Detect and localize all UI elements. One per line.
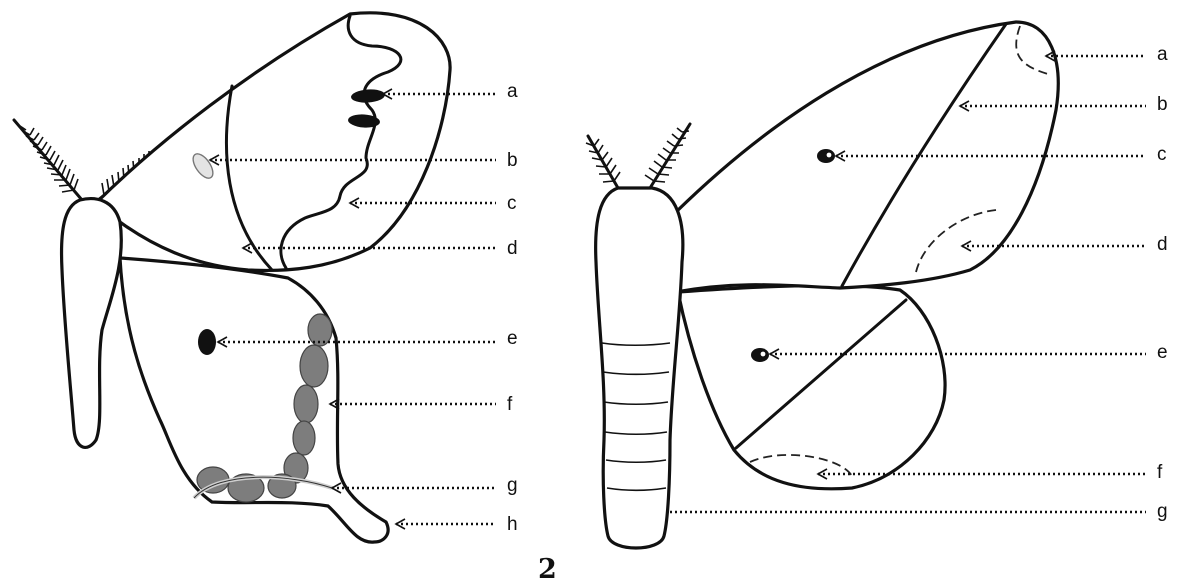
left-label-b: b: [507, 150, 518, 171]
right-moth-hindwing-eyespot: [751, 348, 769, 362]
right-label-f: f: [1157, 462, 1163, 483]
right-label-g: g: [1157, 501, 1168, 522]
right-moth-body: [596, 188, 683, 548]
right-moth-labels: a b c d e f g: [1157, 44, 1168, 522]
right-label-b: b: [1157, 94, 1168, 115]
left-label-d: d: [507, 238, 518, 259]
left-label-f: f: [507, 394, 513, 415]
left-label-h: h: [507, 514, 518, 535]
right-label-d: d: [1157, 234, 1168, 255]
right-label-e: e: [1157, 342, 1168, 363]
left-label-e: e: [507, 328, 518, 349]
left-moth-antenna-left: [14, 120, 82, 200]
left-label-a: a: [507, 81, 518, 102]
right-moth-forewing-eyespot: [817, 149, 835, 163]
figure-number: 2: [538, 554, 557, 584]
left-label-c: c: [507, 193, 517, 214]
left-label-g: g: [507, 475, 518, 496]
right-label-c: c: [1157, 144, 1167, 165]
right-moth-antenna-right: [645, 124, 690, 188]
right-label-a: a: [1157, 44, 1168, 65]
right-moth-antenna-left: [586, 136, 620, 188]
right-moth-hindwing: [678, 286, 945, 489]
left-moth-labels: a b c d e f g h: [507, 81, 518, 535]
left-moth-body: [62, 199, 122, 448]
left-moth-hindwing-eyespot: [198, 329, 216, 355]
right-moth-illustration: [586, 22, 1058, 548]
